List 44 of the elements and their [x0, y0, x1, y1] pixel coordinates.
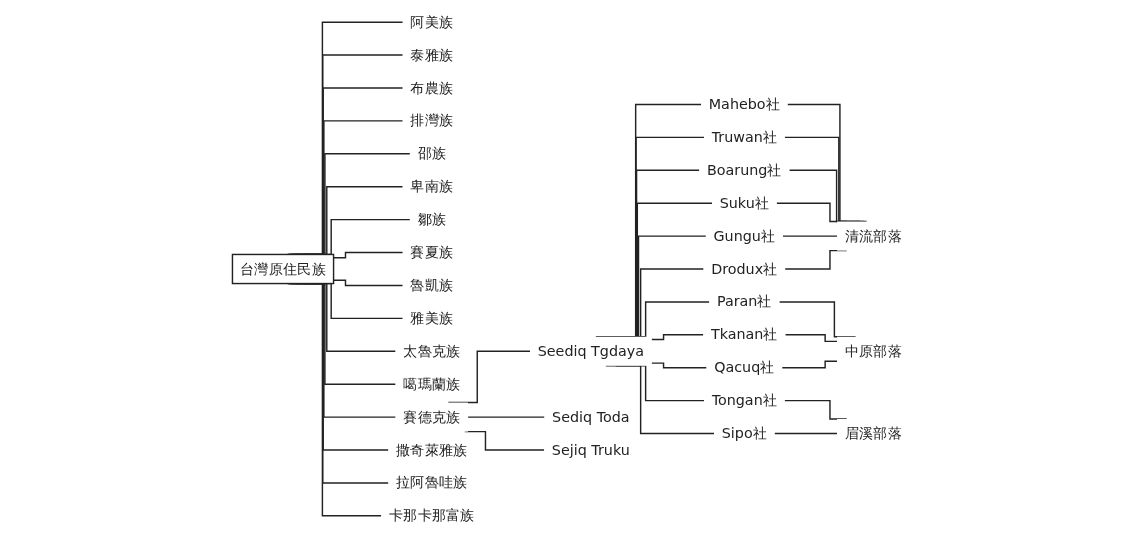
connector	[650, 362, 708, 369]
node-text: Boarung社	[706, 161, 782, 179]
node-text: Gungu社	[713, 227, 776, 245]
node-text: 雅美族	[410, 309, 454, 327]
node-text: Tongan社	[711, 391, 778, 409]
node-text: 卡那卡那富族	[388, 507, 475, 525]
node-text: Sediq Toda	[552, 408, 630, 426]
node-text: 眉溪部落	[844, 424, 902, 442]
node-text: Paran社	[716, 293, 772, 311]
connector	[781, 360, 838, 369]
node-text: 噶瑪蘭族	[403, 375, 461, 393]
node-text: 鄒族	[417, 210, 447, 228]
node-text: 排灣族	[410, 112, 454, 130]
node-text: 魯凱族	[410, 276, 454, 294]
connector	[788, 169, 861, 223]
connector	[786, 103, 868, 223]
node-text: Truwan社	[711, 128, 778, 146]
node-text: Suku社	[719, 194, 770, 212]
node-text: 太魯克族	[403, 342, 461, 360]
node-text: Drodux社	[711, 260, 778, 278]
connector	[783, 399, 848, 420]
node-text: 阿美族	[410, 13, 454, 31]
node-text: 布農族	[410, 79, 454, 97]
connector	[773, 432, 838, 435]
connector	[784, 136, 866, 223]
connector	[782, 235, 838, 237]
node-text: Mahebo社	[708, 95, 780, 113]
connector	[775, 202, 848, 223]
connector	[447, 350, 531, 404]
node-text: Sejiq Truku	[551, 441, 630, 459]
node-text: 賽夏族	[410, 243, 454, 261]
node-box: 台灣原住民族	[231, 253, 335, 285]
node-text: Qacuq社	[714, 358, 775, 377]
connector	[784, 334, 838, 343]
connector	[467, 416, 546, 418]
node-text: 拉阿魯哇族	[396, 474, 468, 492]
node-text: 卑南族	[410, 177, 454, 196]
node-text: Tkanan社	[710, 326, 778, 344]
connector	[650, 334, 705, 341]
node-text: 邵族	[417, 144, 447, 163]
node-text: 泰雅族	[410, 46, 454, 64]
node-text: Sipo社	[721, 424, 767, 442]
connector	[605, 365, 715, 435]
node-text: 撒奇萊雅族	[396, 441, 468, 459]
